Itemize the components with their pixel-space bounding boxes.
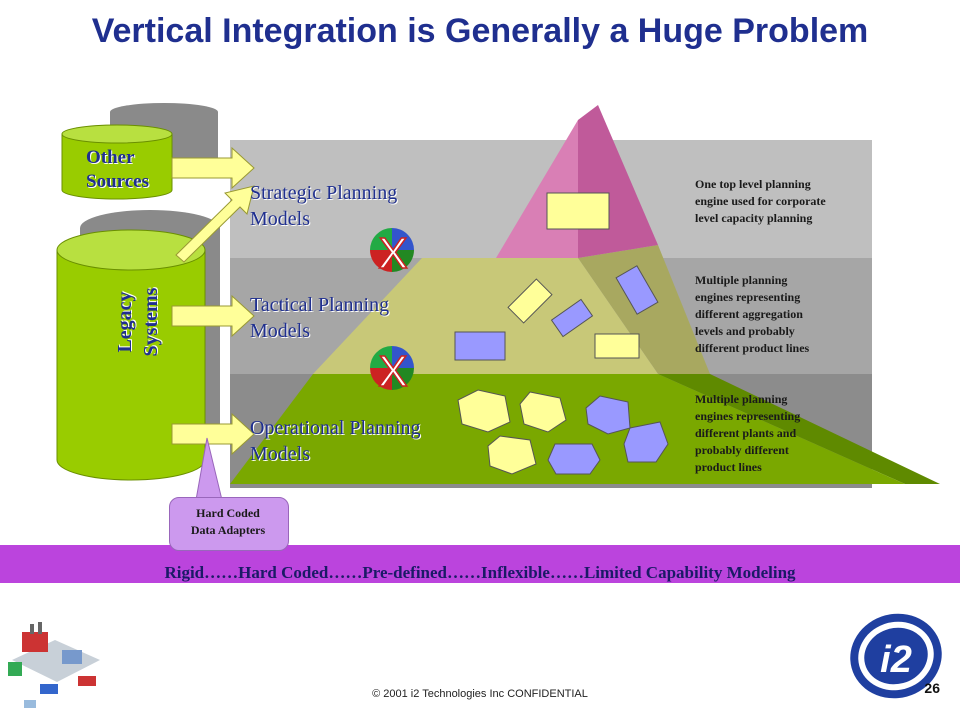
- blocked-strategic-integration: [370, 228, 414, 272]
- summary-banner: [0, 545, 960, 583]
- operational-engine-hex: [623, 421, 669, 463]
- data-adapters-label: Hard Coded Data Adapters: [190, 506, 266, 537]
- legacy-to-tactical-arrow: [171, 294, 255, 338]
- i2-logo-text: i2: [880, 639, 912, 681]
- operational-engine-hex: [487, 435, 537, 475]
- pyramid-middle-front: [313, 258, 658, 374]
- tactical-engine-block: [454, 331, 506, 361]
- tactical-planning-label: Tactical Planning Models: [250, 294, 390, 342]
- planning-engines: [454, 192, 669, 475]
- confidential-footer: © 2001 i2 Technologies Inc CONFIDENTIAL: [372, 688, 588, 700]
- tactical-engine-block: [594, 333, 640, 359]
- page-number: 26: [924, 680, 940, 696]
- operational-engine-hex: [519, 391, 567, 433]
- connector-arrows: [171, 146, 255, 456]
- operational-planning-label: Operational Planning Models: [250, 417, 421, 465]
- operational-description: Multiple planning engines representing d…: [695, 392, 801, 474]
- tactical-engine-block: [507, 278, 553, 324]
- operational-engine-hex: [457, 389, 511, 433]
- operational-engine-hex: [585, 395, 631, 435]
- tactical-engine-block: [615, 265, 659, 315]
- legacy-to-operational-arrow: [171, 412, 255, 456]
- summary-banner-text: Rigid……Hard Coded……Pre-defined……Inflexib…: [164, 563, 796, 582]
- blocked-x-mark: X: [378, 347, 407, 396]
- strategic-description: One top level planning engine used for c…: [695, 177, 826, 225]
- tactical-description: Multiple planning engines representing d…: [695, 273, 810, 355]
- pyramid-top-right-face: [578, 105, 658, 258]
- supply-chain-illustration: [8, 622, 100, 708]
- strategic-engine-block: [546, 192, 610, 230]
- strategic-planning-label: Strategic Planning Models: [250, 182, 398, 230]
- pyramid-top-front: [496, 120, 578, 258]
- i2-logo: i2: [850, 613, 942, 699]
- operational-engine-hex: [547, 443, 601, 475]
- legacy-systems-label: Legacy Systems: [114, 287, 162, 357]
- other-sources-cylinder: [61, 103, 218, 200]
- slide-title: Vertical Integration is Generally a Huge…: [91, 12, 869, 50]
- legacy-systems-cylinder: [56, 210, 220, 481]
- pyramid-bottom-right-face: [658, 374, 940, 484]
- tactical-engine-block: [550, 298, 594, 338]
- blocked-tactical-integration: [370, 346, 414, 390]
- data-adapters-callout: [169, 497, 289, 551]
- other-sources-label: Other Sources: [86, 147, 149, 192]
- legacy-to-strategic-arrow: [175, 185, 255, 263]
- pyramid-bottom-front: [230, 374, 905, 484]
- other-sources-arrow: [171, 146, 255, 190]
- blocked-x-mark: X: [378, 229, 407, 278]
